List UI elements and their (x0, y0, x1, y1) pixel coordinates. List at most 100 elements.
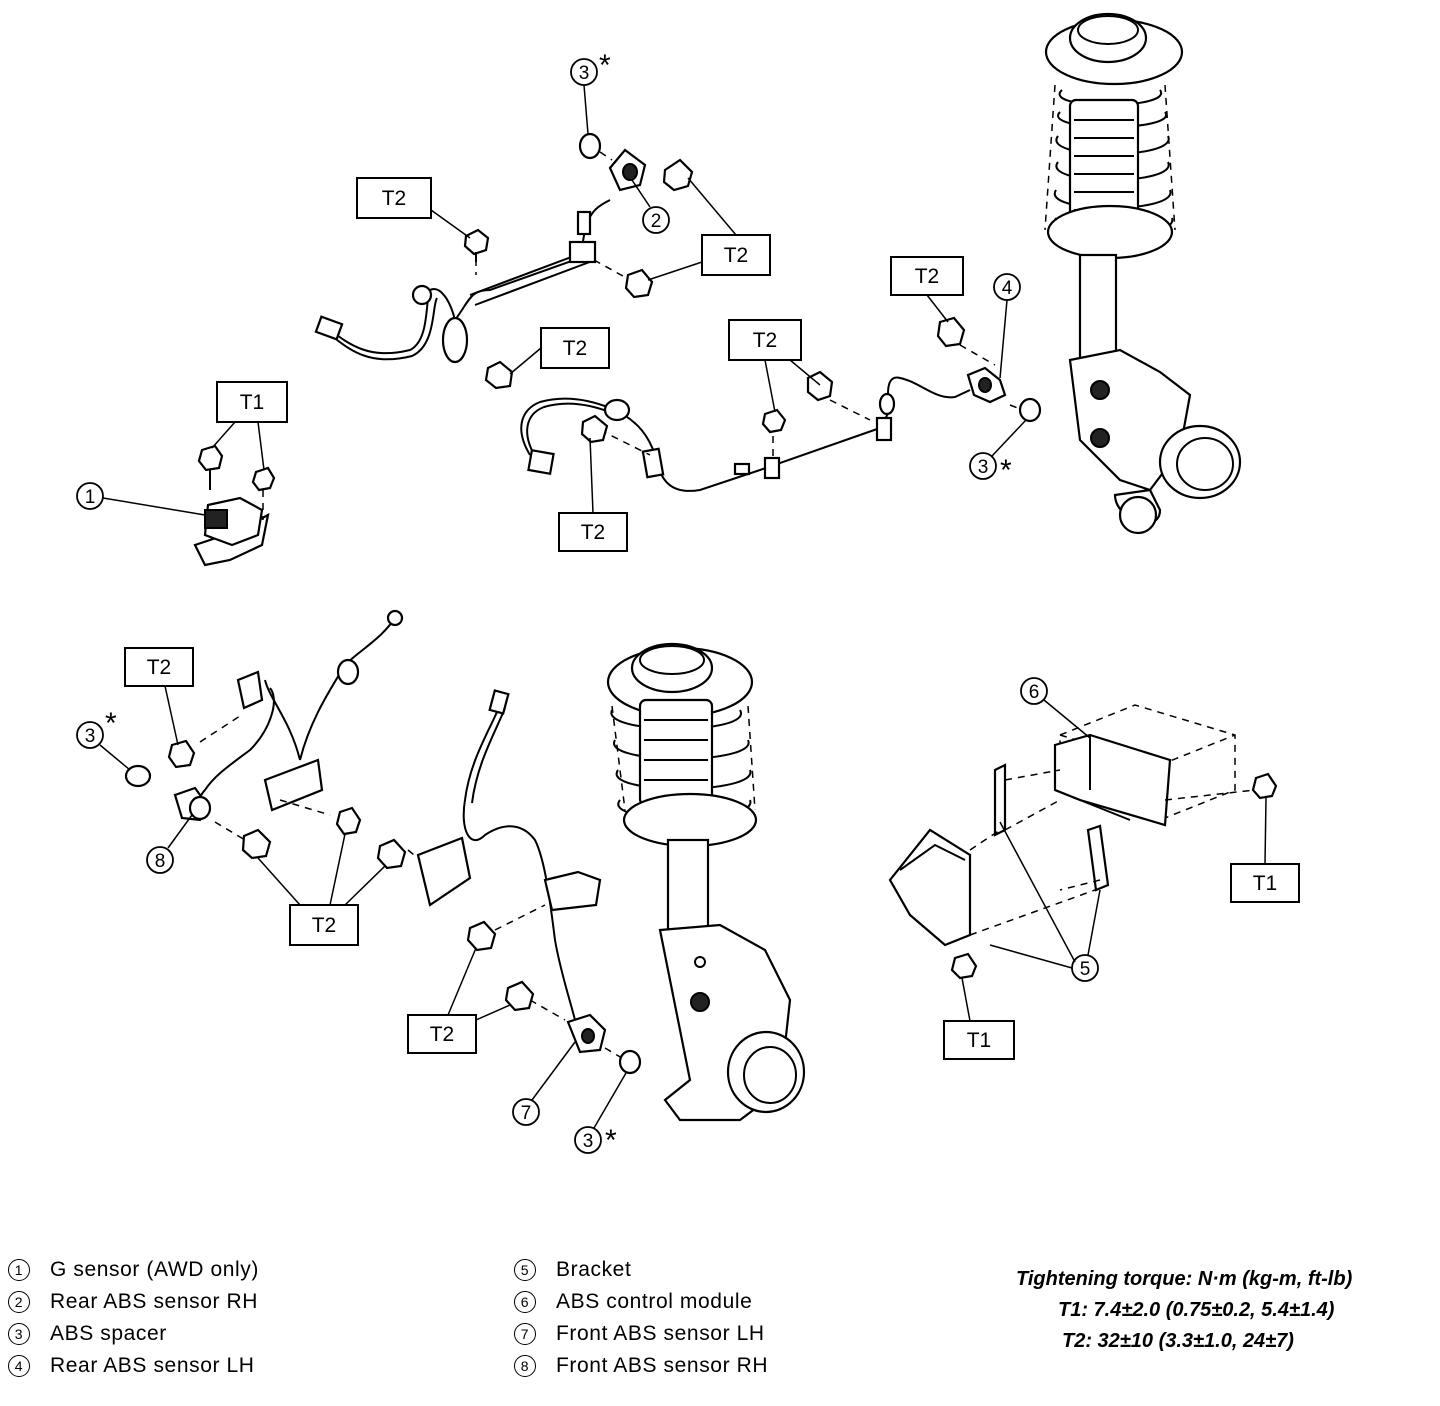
bolt-harness-1 (580, 414, 609, 444)
abs-spacer (124, 764, 152, 788)
legend-label: Front ABS sensor LH (556, 1322, 765, 1345)
torque-label-text: T2 (915, 265, 940, 288)
abs-module-assembly (888, 704, 1278, 980)
rear-lh-fasteners (580, 316, 1042, 444)
front-sensor-rh-harness (173, 609, 404, 841)
torque-label-text: T2 (382, 187, 407, 210)
torque-label-t2: T2 (701, 234, 771, 276)
legend-item: 7 Front ABS sensor LH (514, 1320, 765, 1348)
legend-item: 8 Front ABS sensor RH (514, 1352, 768, 1380)
callout-3: 3 * (574, 1124, 617, 1157)
rear-strut-assembly (1044, 12, 1242, 535)
bolt-bracket-lower (624, 268, 654, 299)
bolt-rear-lh-sensor (936, 316, 966, 348)
rear-sensor-lh-harness (520, 344, 1029, 492)
front-rh-fasteners (124, 739, 362, 860)
legend-label: Rear ABS sensor LH (50, 1354, 255, 1377)
front-sensor-lh-harness (407, 689, 623, 1059)
torque-label-t2: T2 (540, 327, 610, 369)
front-lh-fasteners (376, 838, 642, 1075)
legend-number: 7 (514, 1323, 536, 1345)
torque-label-text: T2 (753, 329, 778, 352)
legend-number: 6 (514, 1291, 536, 1313)
legend-label: Front ABS sensor RH (556, 1354, 769, 1377)
torque-spec: Tightening torque: N·m (kg-m, ft-lb) T1:… (1010, 1264, 1430, 1357)
bolt-front-rh-harness (335, 806, 362, 836)
legend-label: ABS control module (556, 1290, 753, 1313)
callout-number: 3 (579, 63, 590, 84)
callout-3: 3 * (76, 707, 117, 749)
legend-item: 3 ABS spacer (8, 1320, 167, 1348)
callout-5: 5 (1071, 954, 1099, 982)
torque-label-t2: T2 (124, 647, 194, 687)
torque-label-t2: T2 (289, 904, 359, 946)
legend-number: 5 (514, 1259, 536, 1281)
legend-number: 3 (8, 1323, 30, 1345)
callout-3: 3 * (969, 452, 1012, 487)
bolt-harness-3 (761, 408, 787, 434)
callout-number: 3 (583, 1131, 594, 1152)
callout-6: 6 (1020, 677, 1048, 705)
parts-legend: 1 G sensor (AWD only) 2 Rear ABS sensor … (0, 1250, 1440, 1390)
callout-number: 4 (1002, 278, 1013, 299)
callout-8: 8 (146, 846, 174, 874)
callout-number: 5 (1080, 959, 1091, 980)
bolt-front-lh-sensor (504, 980, 535, 1012)
legend-label: G sensor (AWD only) (50, 1258, 259, 1281)
torque-label-text: T1 (240, 391, 265, 414)
legend-number: 1 (8, 1259, 30, 1281)
callout-star: * (105, 707, 117, 740)
legend-item: 1 G sensor (AWD only) (8, 1256, 259, 1284)
torque-heading: Tightening torque: N·m (kg-m, ft-lb) (1016, 1268, 1353, 1290)
torque-label-t2: T2 (558, 512, 628, 552)
torque-label-t1: T1 (943, 1020, 1015, 1060)
torque-label-text: T2 (724, 244, 749, 267)
abs-spacer (1018, 397, 1042, 423)
callout-star: * (1000, 454, 1012, 487)
torque-label-t1: T1 (216, 381, 288, 423)
callout-1: 1 (76, 482, 104, 510)
torque-label-text: T1 (1253, 872, 1278, 895)
legend-number: 2 (8, 1291, 30, 1313)
torque-label-t2: T2 (890, 256, 964, 296)
torque-t2: T2: 32±10 (3.3±1.0, 24±7) (1062, 1330, 1294, 1352)
abs-spacer (578, 132, 602, 160)
torque-label-text: T2 (581, 521, 606, 544)
legend-number: 8 (514, 1355, 536, 1377)
bolt-front-lh-harness (466, 920, 497, 952)
bolt-harness-2 (806, 370, 834, 402)
callout-star: * (599, 49, 611, 82)
callout-number: 2 (651, 211, 662, 232)
rear-sensor-rh-harness (314, 148, 647, 364)
callout-3: 3 * (570, 49, 611, 86)
torque-label-t1: T1 (1230, 863, 1300, 903)
callout-number: 3 (978, 457, 989, 478)
front-strut-assembly (606, 642, 806, 1122)
torque-label-text: T2 (563, 337, 588, 360)
legend-label: ABS spacer (50, 1322, 167, 1345)
callout-number: 8 (155, 851, 166, 872)
rear-rh-fasteners (463, 132, 694, 390)
bolt-rear-sensor (662, 158, 694, 192)
callout-number: 7 (521, 1103, 532, 1124)
legend-item: 6 ABS control module (514, 1288, 752, 1316)
legend-item: 5 Bracket (514, 1256, 631, 1284)
torque-label-text: T2 (430, 1023, 455, 1046)
callout-number: 1 (85, 487, 96, 508)
bolt-front-rh-bracket (167, 739, 196, 769)
torque-t1: T1: 7.4±2.0 (0.75±0.2, 5.4±1.4) (1058, 1299, 1335, 1321)
torque-label-t2: T2 (356, 177, 432, 219)
bolt-bracket-upper (463, 228, 490, 262)
legend-label: Bracket (556, 1258, 632, 1281)
callout-4: 4 (993, 273, 1021, 301)
bolt-front-rh-sensor (241, 828, 272, 860)
bolt-front-lh-bracket (376, 838, 407, 870)
g-sensor-assembly (193, 444, 276, 567)
abs-spacer (618, 1049, 642, 1075)
torque-label-text: T2 (312, 914, 337, 937)
torque-label-text: T1 (967, 1029, 992, 1052)
legend-item: 4 Rear ABS sensor LH (8, 1352, 255, 1380)
torque-label-t2: T2 (407, 1014, 477, 1054)
callout-number: 3 (85, 726, 96, 747)
legend-label: Rear ABS sensor RH (50, 1290, 259, 1313)
